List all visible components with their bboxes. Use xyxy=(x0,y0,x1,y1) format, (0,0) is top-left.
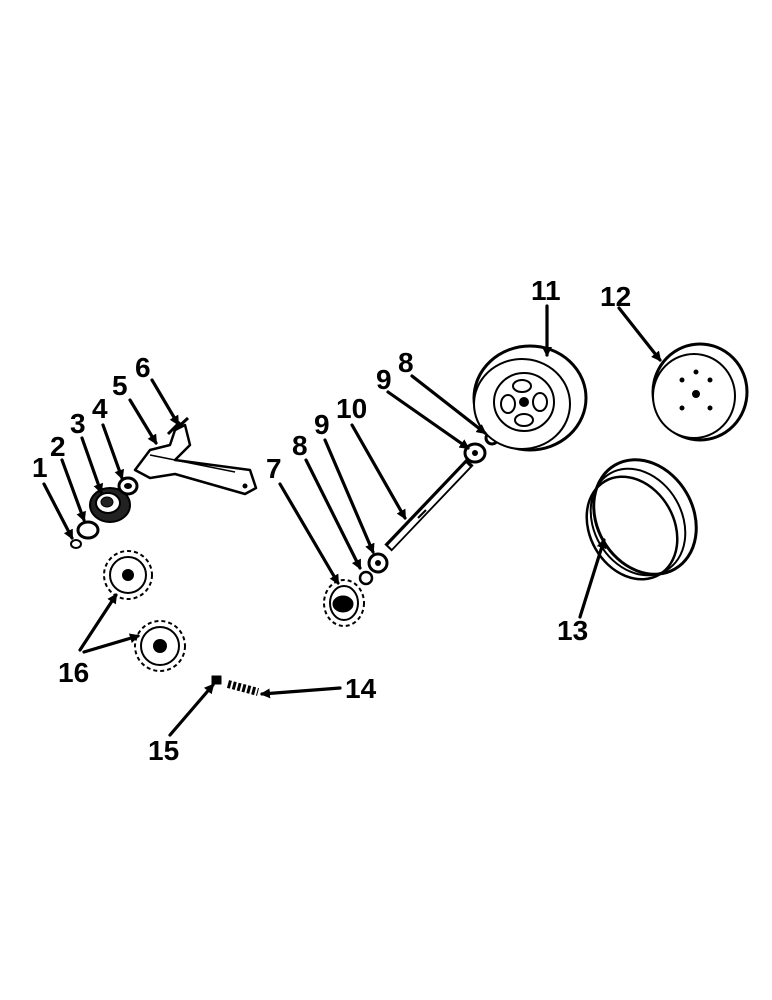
callout-8a: 8 xyxy=(292,430,308,461)
callout-numbers: 1 2 3 4 5 6 7 8 9 10 9 8 11 12 13 14 15 … xyxy=(32,275,631,766)
leader-9b xyxy=(386,390,470,450)
part-13-drum xyxy=(585,458,698,581)
callout-11: 11 xyxy=(531,275,561,306)
leader-3 xyxy=(80,436,104,494)
callout-15: 15 xyxy=(148,735,179,766)
part-8-washer-lower xyxy=(358,570,374,586)
part-14-bolt xyxy=(226,680,260,696)
leader-6 xyxy=(150,378,180,426)
part-12-pulley-half xyxy=(651,342,749,442)
part-9-bearing-upper xyxy=(463,442,487,464)
callout-5: 5 xyxy=(112,370,128,401)
part-2-washer xyxy=(76,520,100,540)
part-5-6-idler-arm xyxy=(133,416,258,496)
callout-8b: 8 xyxy=(398,347,414,378)
callout-9a: 9 xyxy=(314,409,330,440)
callout-4: 4 xyxy=(92,393,108,424)
part-15-nut xyxy=(211,675,222,685)
callout-7: 7 xyxy=(266,453,282,484)
part-10-shaft xyxy=(384,458,474,552)
callout-12: 12 xyxy=(600,281,631,312)
part-16-sprocket-lower xyxy=(134,620,186,672)
part-1-snap-ring xyxy=(70,539,82,549)
part-9-bearing-lower xyxy=(367,552,389,574)
callout-13: 13 xyxy=(557,615,588,646)
leader-1 xyxy=(42,482,74,540)
part-11-pulley xyxy=(472,344,588,452)
callout-6: 6 xyxy=(135,352,151,383)
callout-16: 16 xyxy=(58,657,89,688)
callout-14: 14 xyxy=(345,673,377,704)
leader-2 xyxy=(60,458,86,522)
leader-5 xyxy=(128,398,158,445)
part-7-sprocket xyxy=(323,579,365,627)
callout-3: 3 xyxy=(70,408,86,439)
leader-lines xyxy=(42,304,662,737)
part-4-bushing xyxy=(117,476,139,496)
leader-8b xyxy=(410,374,487,435)
leader-16a xyxy=(78,593,118,652)
part-3-bearing xyxy=(89,487,131,523)
leader-15 xyxy=(168,683,215,737)
callout-1: 1 xyxy=(32,452,48,483)
leader-10 xyxy=(350,423,407,520)
leader-8a xyxy=(304,458,362,570)
leader-13 xyxy=(578,538,607,619)
part-16-sprocket-upper xyxy=(103,550,153,600)
callout-10: 10 xyxy=(336,393,367,424)
leader-14 xyxy=(260,686,342,699)
leader-4 xyxy=(101,423,125,480)
callout-2: 2 xyxy=(50,431,66,462)
leader-16b xyxy=(82,633,140,654)
leader-12 xyxy=(617,306,662,362)
callout-9b: 9 xyxy=(376,364,392,395)
leader-7 xyxy=(278,482,340,585)
leader-9a xyxy=(323,438,375,554)
